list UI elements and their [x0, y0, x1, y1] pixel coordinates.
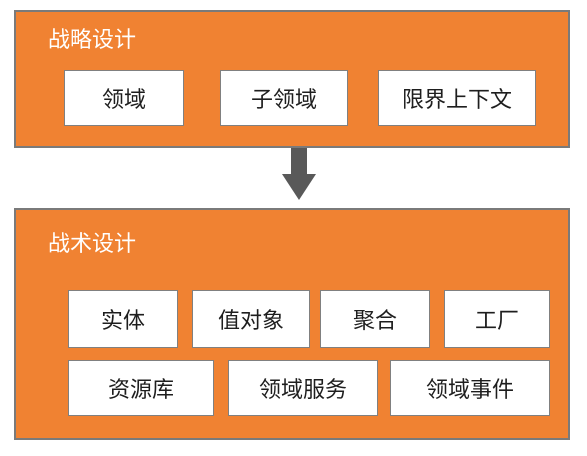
domain-event-box: 领域事件 — [390, 360, 550, 416]
domain-service-box: 领域服务 — [228, 360, 378, 416]
entity-box: 实体 — [68, 290, 178, 348]
value-object-box: 值对象 — [192, 290, 310, 348]
arrow-shaft — [291, 148, 307, 176]
repository-box: 资源库 — [68, 360, 214, 416]
factory-box: 工厂 — [444, 290, 550, 348]
strategic-design-panel: 战略设计 领域 子领域 限界上下文 — [14, 10, 570, 148]
domain-box: 领域 — [64, 70, 184, 126]
subdomain-box: 子领域 — [220, 70, 348, 126]
strategic-design-title: 战略设计 — [48, 28, 137, 53]
bounded-context-box: 限界上下文 — [378, 70, 536, 126]
tactical-design-title: 战术设计 — [48, 232, 137, 257]
arrow-down-icon — [282, 148, 316, 200]
tactical-design-panel: 战术设计 实体 值对象 聚合 工厂 资源库 领域服务 领域事件 — [14, 208, 570, 440]
aggregate-box: 聚合 — [320, 290, 430, 348]
arrow-head — [282, 174, 316, 200]
